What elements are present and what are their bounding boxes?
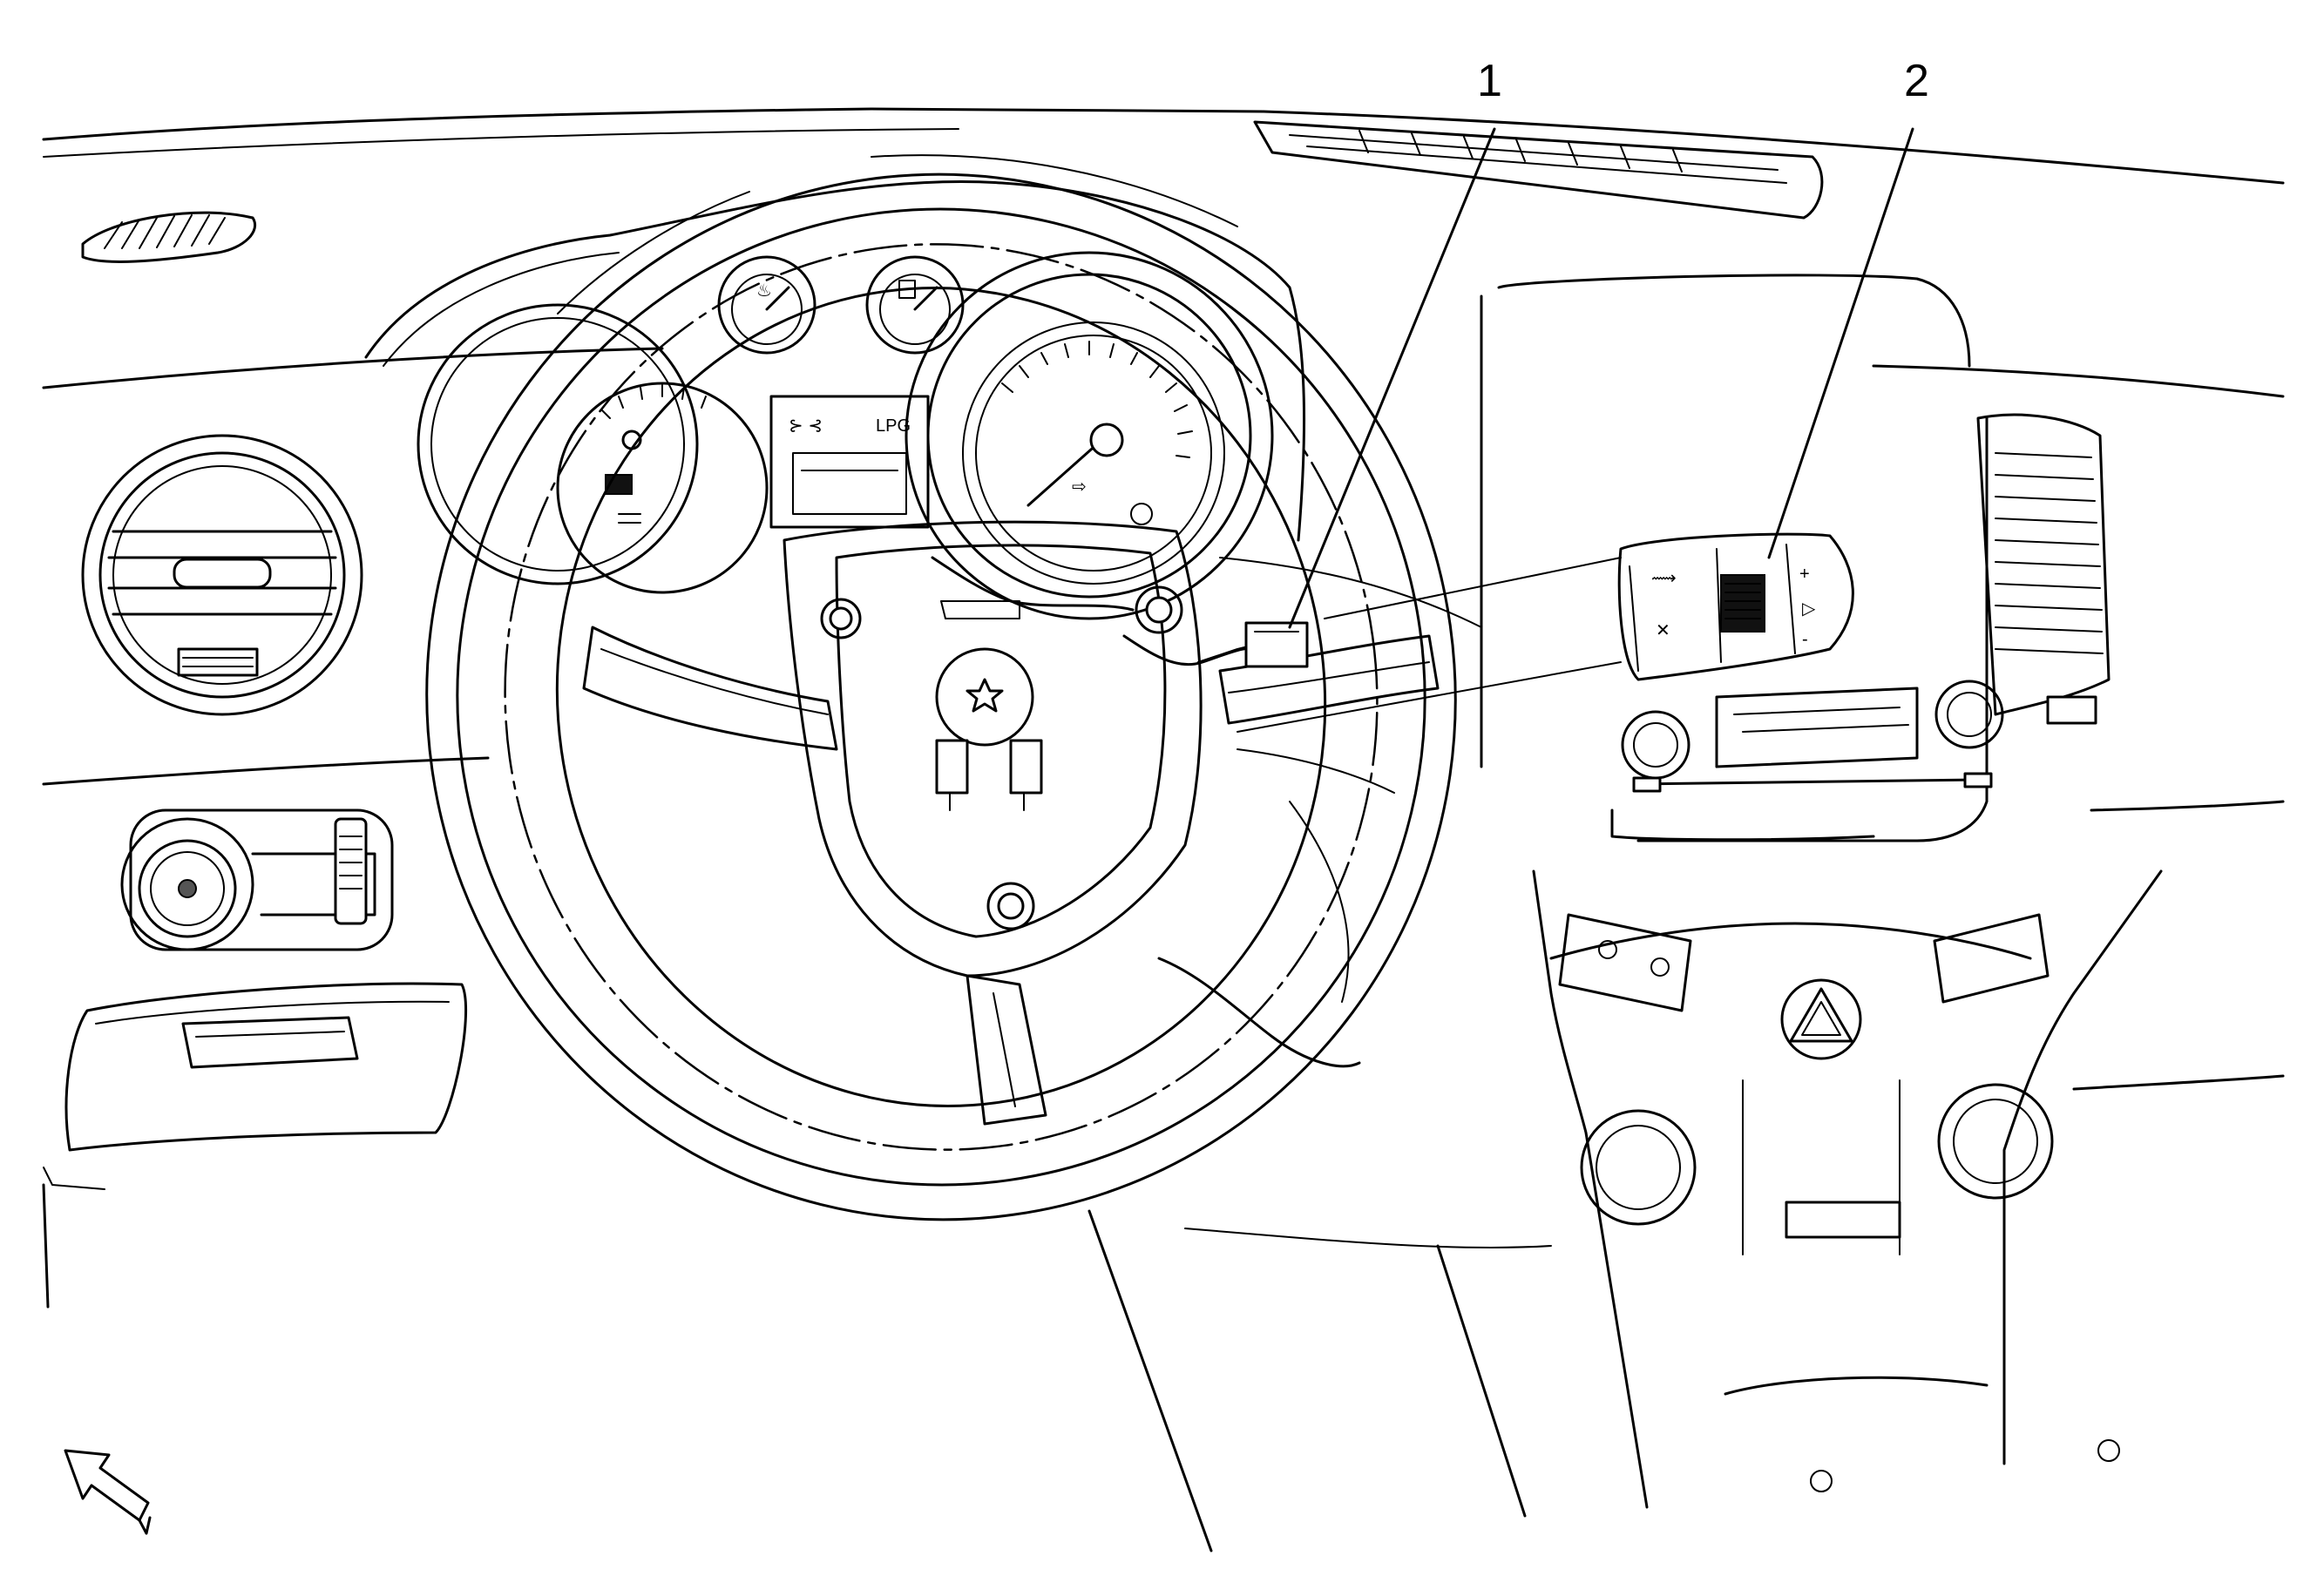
view-direction-arrow: [64, 1449, 152, 1535]
svg-text:✕: ✕: [1656, 621, 1670, 640]
svg-text:+: +: [1799, 565, 1810, 584]
svg-text:⊱ ⊰: ⊱ ⊰: [789, 416, 823, 436]
left-air-vent: [81, 434, 363, 716]
svg-text:⇨: ⇨: [1072, 477, 1087, 497]
callout-2-label: 2: [1904, 56, 1929, 106]
callout-1: 1: [1288, 56, 1502, 629]
instrument-cluster: ♨ ⊱ ⊰ LPG ⇨: [364, 179, 1306, 620]
lpg-label: LPG: [876, 416, 911, 436]
left-lower-panel: [64, 982, 468, 1152]
center-stack: [1480, 274, 2163, 1509]
svg-text:⟿: ⟿: [1651, 569, 1677, 588]
steering-wheel-control-switch: ⟿ ✕ + ▷ -: [1197, 532, 1854, 733]
steering-wheel: [425, 154, 1482, 1221]
svg-text:-: -: [1802, 630, 1808, 649]
side-window-vent: [81, 211, 256, 263]
svg-text:▷: ▷: [1802, 599, 1816, 619]
dashboard-outline: [42, 107, 2285, 1309]
steering-column: [1087, 801, 1552, 1553]
callout-2: 2: [1767, 56, 1929, 559]
headlamp-switch: [120, 808, 394, 951]
callout-1-label: 1: [1477, 56, 1502, 106]
temp-symbol: ♨: [756, 281, 772, 301]
